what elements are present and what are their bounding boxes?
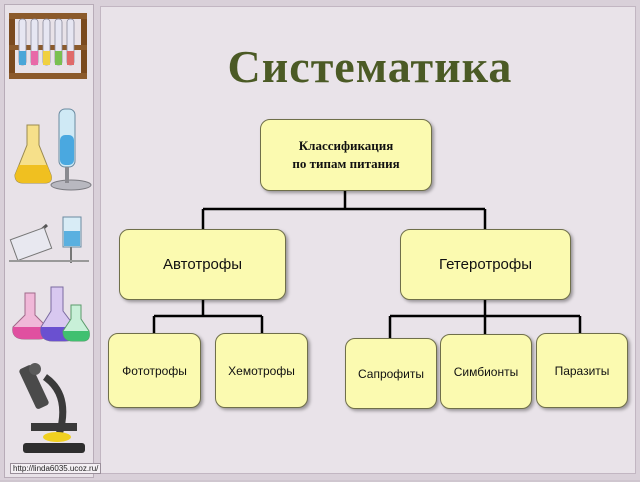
connector-autotrophs (152, 299, 264, 333)
test-tube-rack-icon (9, 13, 87, 79)
parasites-node: Паразиты (536, 333, 628, 408)
phototrophs-node: Фототрофы (108, 333, 201, 408)
sidebar-art (9, 13, 92, 453)
flasks-icon (14, 108, 92, 191)
connector-heterotrophs (388, 299, 582, 338)
sidebar-decoration (4, 4, 94, 478)
saprophytes-node: Сапрофиты (345, 338, 437, 409)
symbionts-node: Симбионты (440, 334, 532, 409)
microscope-icon (19, 363, 85, 453)
dropper-and-beaker-icon (9, 216, 89, 263)
page-title: Систематика (227, 41, 513, 92)
source-watermark: http://linda6035.ucoz.ru/ (10, 463, 102, 474)
connector-root (201, 190, 487, 229)
root-node-line1: Классификация (298, 138, 394, 153)
root-node: Классификация по типам питания (260, 119, 432, 191)
chemotrophs-node: Хемотрофы (215, 333, 308, 408)
root-node-line2: по типам питания (292, 156, 400, 171)
autotrophs-node: Автотрофы (119, 229, 286, 300)
heterotrophs-node: Гетеротрофы (400, 229, 571, 300)
colored-flasks-icon (12, 286, 90, 342)
